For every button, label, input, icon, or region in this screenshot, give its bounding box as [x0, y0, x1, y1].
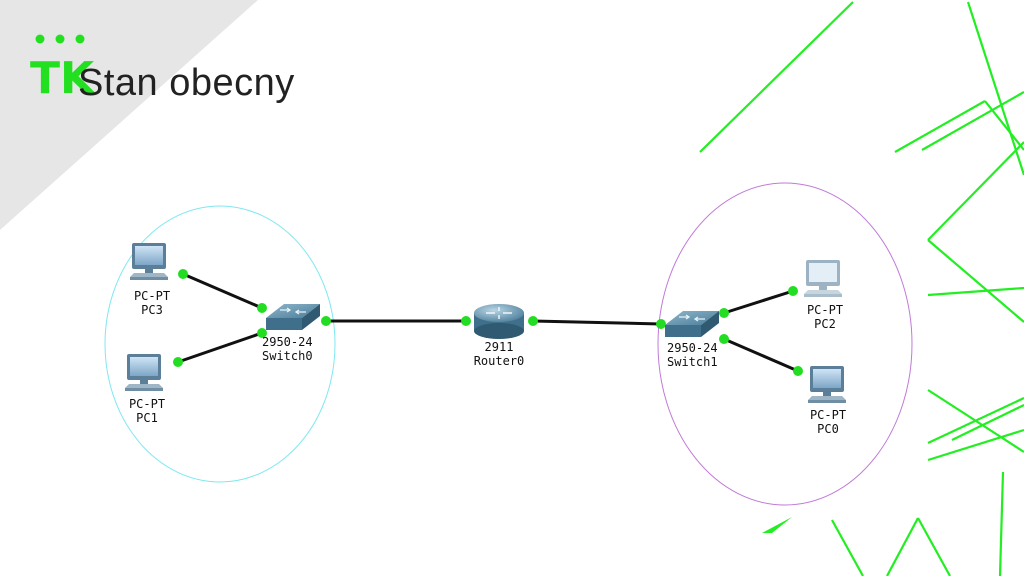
device-label-pc2: PC-PT PC2 [800, 303, 850, 331]
link-pc3-switch0 [182, 272, 263, 310]
desktop-pc-icon[interactable] [130, 243, 168, 280]
link-switch1-pc0 [723, 337, 799, 373]
link-switch1-pc2 [723, 289, 794, 315]
logo-text: TK [30, 53, 95, 104]
device-model: PC-PT [128, 397, 166, 411]
slide-title: Stan obecny [78, 62, 295, 104]
device-name: PC3 [141, 303, 163, 317]
device-model: PC-PT [133, 289, 171, 303]
device-label-pc1: PC-PT PC1 [122, 397, 172, 425]
links [177, 272, 799, 373]
port-dot [178, 269, 188, 279]
right-network-outline [657, 182, 913, 506]
port-dots [173, 269, 803, 376]
link-pc1-switch0 [177, 331, 263, 364]
device-model: PC-PT [806, 303, 844, 317]
corner-band [0, 0, 258, 230]
switch-icon[interactable] [665, 311, 719, 337]
port-dot [173, 357, 183, 367]
router-icon[interactable] [474, 304, 524, 339]
device-model: 2911 [484, 340, 514, 354]
device-name: PC0 [817, 422, 839, 436]
device-model: 2950-24 [262, 335, 313, 349]
port-dot [257, 303, 267, 313]
device-label-switch0: 2950-24 Switch0 [262, 335, 326, 363]
desktop-pc-icon[interactable] [808, 366, 846, 403]
decorative-green-lines [699, 1, 1024, 576]
port-dot [656, 319, 666, 329]
logo-dots-icon [35, 34, 85, 44]
device-label-pc3: PC-PT PC3 [127, 289, 177, 317]
port-dot [528, 316, 538, 326]
device-name: PC2 [814, 317, 836, 331]
port-dot [719, 308, 729, 318]
device-model: 2950-24 [667, 341, 718, 355]
left-network-outline [104, 205, 336, 483]
port-dot [257, 328, 267, 338]
device-name: PC1 [136, 411, 158, 425]
device-label-switch1: 2950-24 Switch1 [667, 341, 731, 369]
device-model: PC-PT [809, 408, 847, 422]
device-label-pc0: PC-PT PC0 [803, 408, 853, 436]
port-dot [793, 366, 803, 376]
link-router0-switch1 [532, 319, 662, 326]
device-label-router0: 2911 Router0 [470, 340, 528, 368]
desktop-pc-icon[interactable] [804, 260, 842, 297]
port-dot [461, 316, 471, 326]
desktop-pc-icon[interactable] [125, 354, 163, 391]
port-dot [719, 334, 729, 344]
port-dot [321, 316, 331, 326]
device-name: Switch1 [667, 355, 718, 369]
decorative-green-wedge [762, 517, 792, 533]
device-name: Switch0 [262, 349, 313, 363]
switch-icon[interactable] [266, 304, 320, 330]
device-name: Router0 [473, 354, 525, 368]
port-dot [788, 286, 798, 296]
